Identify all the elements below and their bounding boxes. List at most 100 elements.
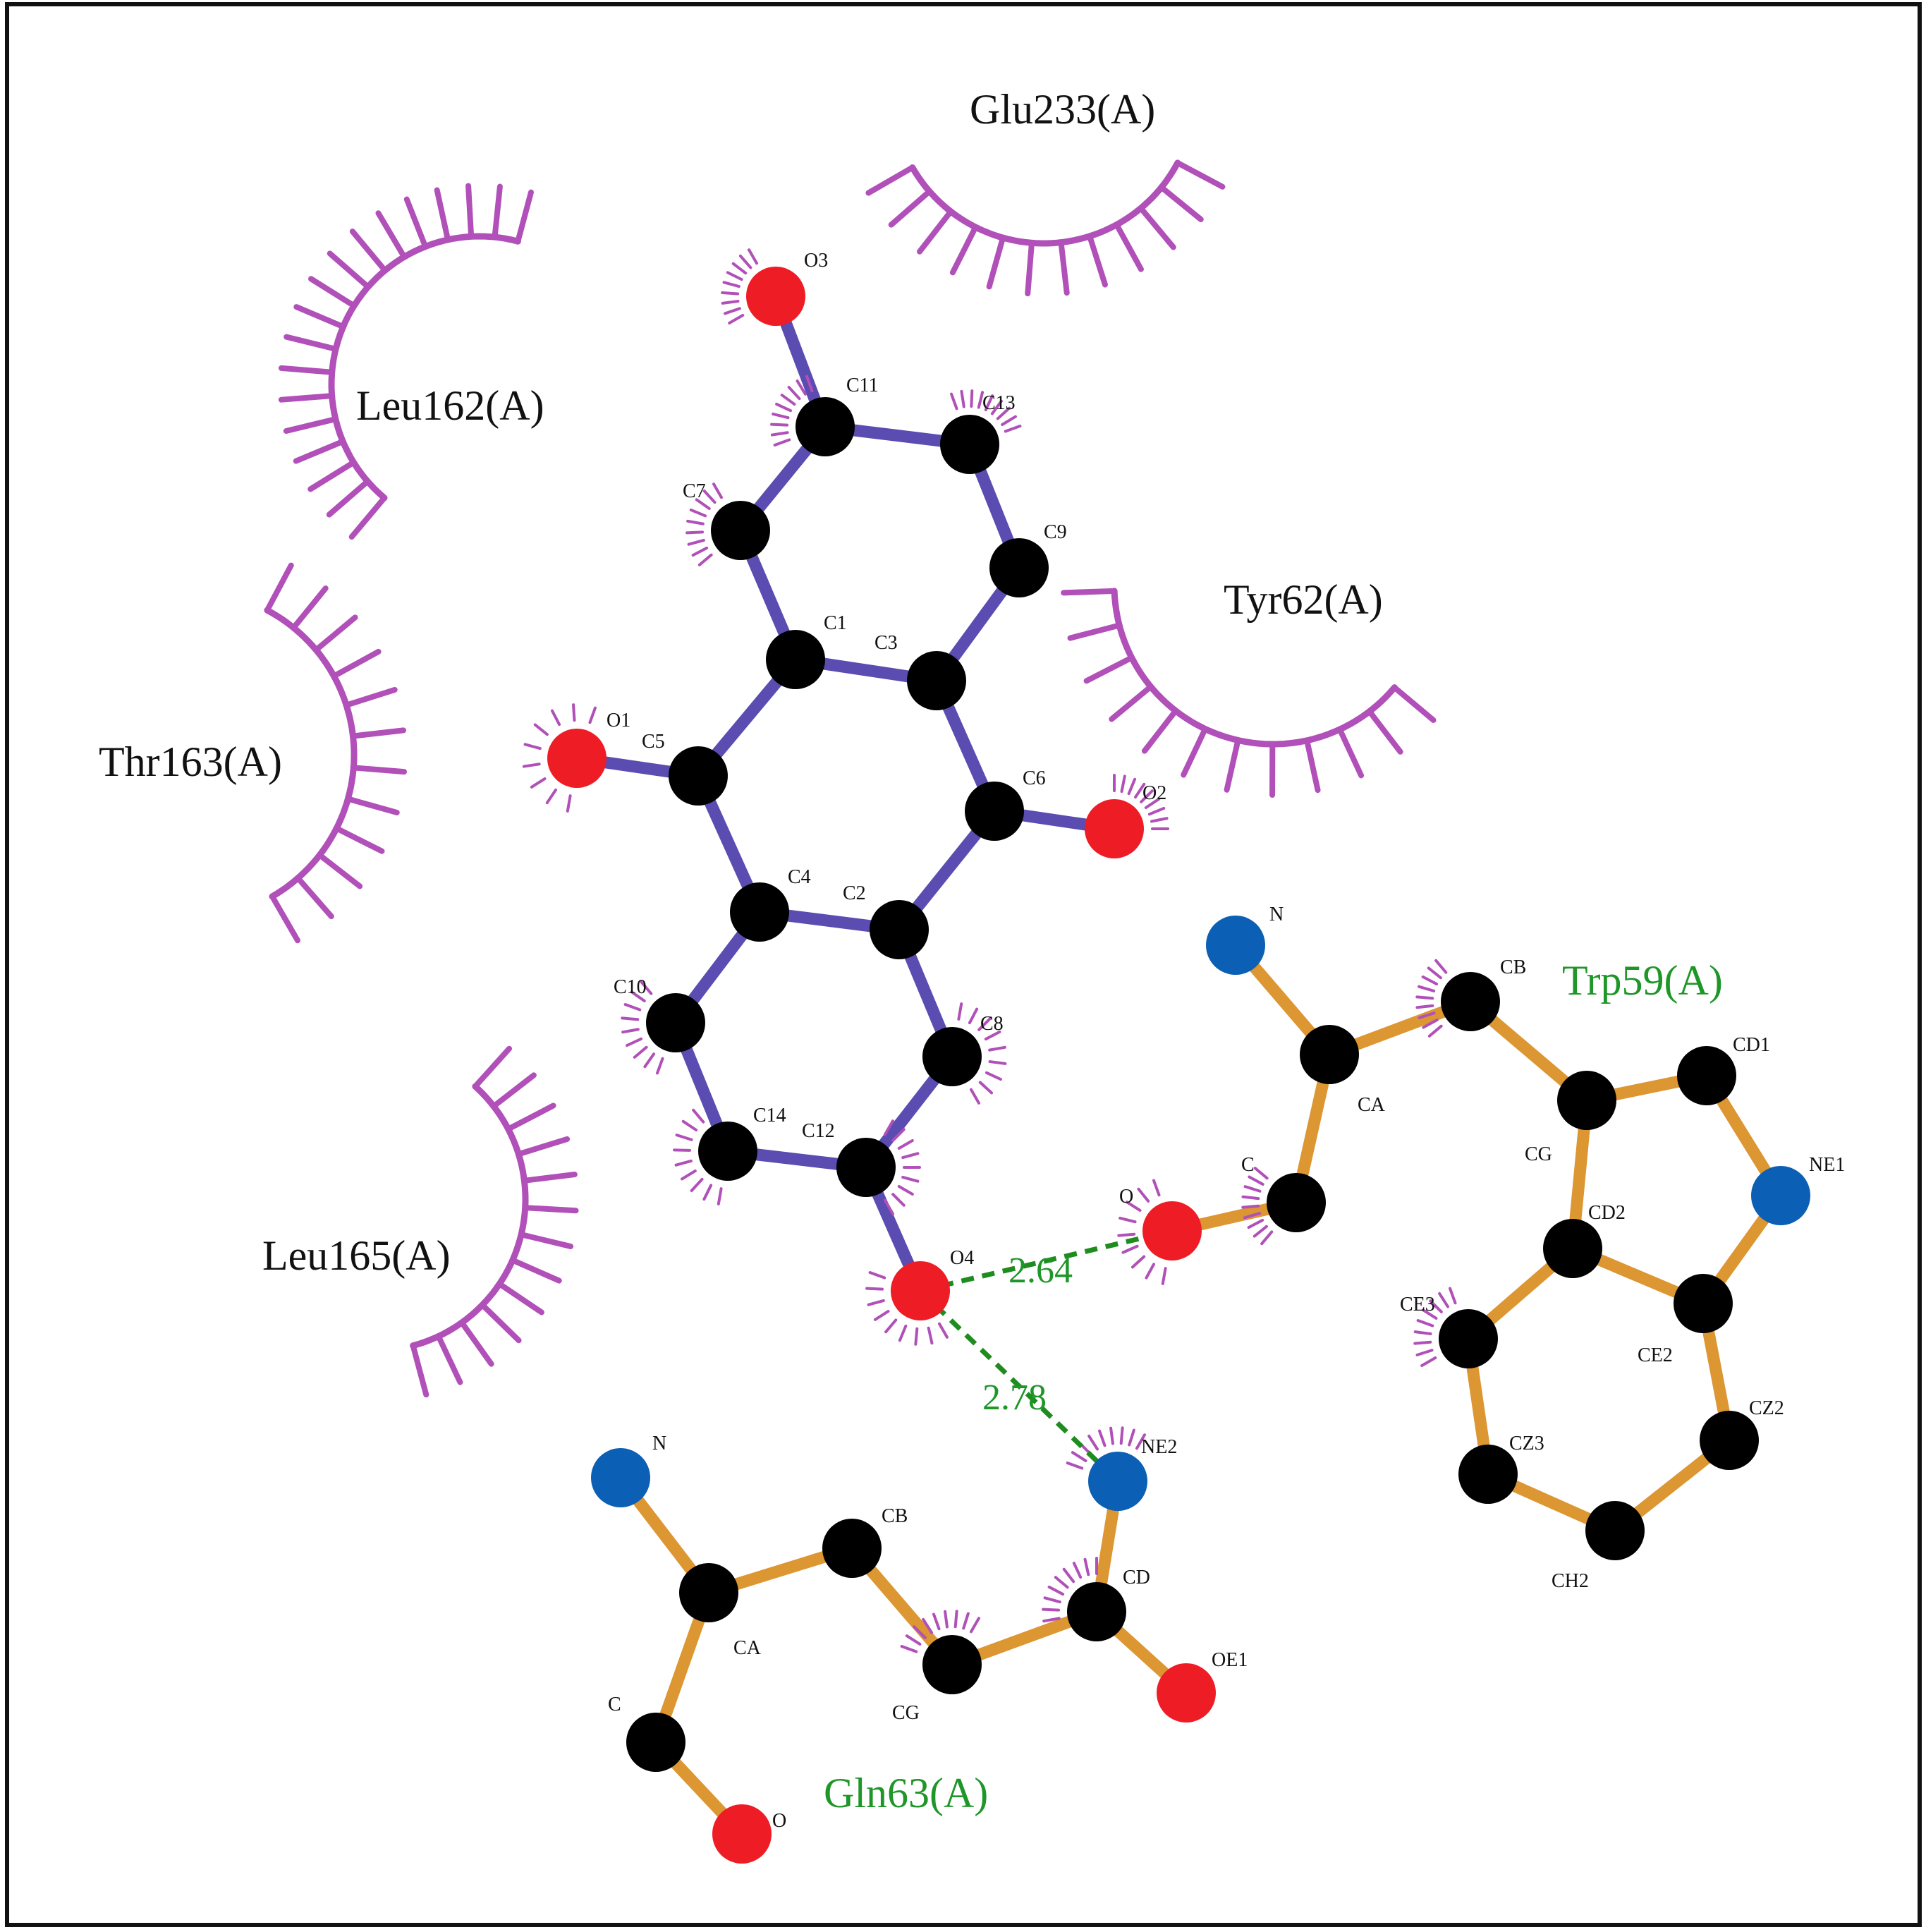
contact-spike-C11 xyxy=(787,385,801,401)
arc-spike-glu233 xyxy=(1158,184,1204,222)
contact-spike-C8 xyxy=(957,1002,963,1021)
contact-spike-CB xyxy=(1418,985,1436,992)
atom-label-gln63-C: C xyxy=(608,1694,621,1715)
atom-label-gln63-O: O xyxy=(772,1810,786,1832)
atom-label-C9: C9 xyxy=(1044,521,1067,543)
atom-label-C2: C2 xyxy=(843,882,866,904)
ligand-atom-C10 xyxy=(646,993,705,1052)
contact-spike-O1 xyxy=(572,703,576,722)
atom-label-gln63-CB: CB xyxy=(882,1505,908,1527)
contact-spike-O3 xyxy=(731,262,748,275)
arc-spike-leu165 xyxy=(435,1333,463,1385)
ligand-atom-C13 xyxy=(940,415,999,474)
arc-spike-leu162 xyxy=(434,187,451,243)
atom-label-trp59-C: C xyxy=(1241,1154,1255,1176)
atom-label-O4: O4 xyxy=(950,1247,974,1269)
contact-spike-C7 xyxy=(712,482,723,499)
contact-spike-O xyxy=(1117,1232,1136,1237)
contact-spike-CD xyxy=(1042,1617,1061,1623)
contact-spike-CG xyxy=(900,1645,918,1653)
contact-spike-C14 xyxy=(675,1134,693,1141)
trp59-atom-CE2 xyxy=(1674,1274,1733,1333)
contact-spike-O3 xyxy=(721,300,740,305)
contact-spike-O xyxy=(1152,1179,1161,1197)
contact-spike-C11 xyxy=(805,375,814,393)
ligand-atom-O2 xyxy=(1085,799,1144,858)
arc-spike-leu165 xyxy=(516,1136,571,1158)
contact-spike-C8 xyxy=(985,1071,1002,1081)
arc-spike-leu162 xyxy=(492,183,503,241)
arc-spike-glu233 xyxy=(1138,205,1176,250)
contact-spike-O1 xyxy=(530,777,547,789)
atom-label-C10: C10 xyxy=(614,976,647,998)
contact-spike-CD xyxy=(1054,1576,1069,1589)
hydrophobic-arc-thr163 xyxy=(264,562,408,944)
arc-spike-glu233 xyxy=(1025,240,1035,297)
contact-spike-C10 xyxy=(623,1003,642,1011)
arc-spike-tyr62 xyxy=(1391,684,1437,723)
contact-spike-NE2 xyxy=(1071,1451,1087,1462)
contact-spike-C xyxy=(1243,1212,1262,1220)
atom-label-gln63-CG: CG xyxy=(892,1702,920,1724)
ligand-atom-O1 xyxy=(547,729,607,788)
hbonds-layer xyxy=(918,1228,1173,1483)
trp59-atom-N xyxy=(1206,916,1265,975)
contact-spike-CG xyxy=(905,1634,922,1646)
arc-spike-leu162 xyxy=(403,196,429,250)
contact-spike-C xyxy=(1241,1204,1260,1209)
arc-spike-leu165 xyxy=(518,1232,574,1249)
contact-spike-C13 xyxy=(950,392,958,411)
atoms-layer xyxy=(547,267,1810,1864)
arc-spike-tyr62 xyxy=(1083,655,1135,684)
contact-spike-O2 xyxy=(1120,774,1126,794)
arc-spike-leu162 xyxy=(348,494,388,540)
contact-spike-NE2 xyxy=(1098,1429,1107,1447)
atom-label-gln63-OE1: OE1 xyxy=(1212,1649,1248,1671)
contact-spike-CB xyxy=(1434,959,1448,974)
hydrophobic-arc-glu233 xyxy=(865,159,1226,297)
atom-label-trp59-CD1: CD1 xyxy=(1733,1034,1770,1056)
arc-curve-tyr62 xyxy=(1111,588,1398,748)
arc-spike-glu233 xyxy=(1087,233,1108,288)
contact-spike-CG xyxy=(970,1617,980,1634)
contact-spike-O2 xyxy=(1134,782,1146,799)
contact-spike-O4 xyxy=(927,1326,934,1345)
arc-spike-leu162 xyxy=(375,210,408,260)
gln63-atom-CB xyxy=(822,1519,882,1578)
contact-spike-C7 xyxy=(687,538,705,546)
contact-spike-C13 xyxy=(1004,425,1022,433)
contact-spike-CB xyxy=(1427,1024,1443,1038)
contact-spike-CD xyxy=(1062,1567,1075,1584)
contact-spike-CB xyxy=(1415,995,1434,1000)
contact-spike-C xyxy=(1248,1175,1264,1186)
atom-label-C7: C7 xyxy=(683,480,706,502)
contact-spike-O2 xyxy=(1127,777,1137,796)
arc-curve-glu233 xyxy=(909,159,1181,247)
arc-spike-leu162 xyxy=(326,478,371,518)
atom-label-O2: O2 xyxy=(1142,782,1166,804)
gln63-atom-CA xyxy=(679,1563,738,1622)
residue-label-gln63: Gln63(A) xyxy=(824,1770,988,1816)
arc-spike-tyr62 xyxy=(1109,684,1154,722)
contact-spike-O3 xyxy=(722,281,740,288)
trp59-atom-CA xyxy=(1300,1025,1359,1084)
gln63-atom-CD xyxy=(1067,1582,1126,1641)
arc-curve-thr163 xyxy=(264,607,358,900)
contact-spike-CE3 xyxy=(1416,1319,1434,1328)
atom-label-trp59-CB: CB xyxy=(1500,956,1526,978)
contact-spike-NE2 xyxy=(1109,1426,1114,1445)
arc-spike-thr163 xyxy=(343,686,398,708)
contact-spike-C12 xyxy=(901,1175,920,1183)
arc-spike-glu233 xyxy=(865,164,915,196)
contact-spike-C10 xyxy=(630,990,646,1003)
contact-spike-CG xyxy=(953,1610,958,1629)
arc-spike-thr163 xyxy=(295,875,334,920)
contact-spike-O3 xyxy=(748,248,758,265)
contact-spike-O4 xyxy=(867,1299,885,1306)
contact-spike-C13 xyxy=(990,399,1003,415)
contact-spike-CB xyxy=(1422,1018,1439,1029)
atom-label-trp59-CZ3: CZ3 xyxy=(1509,1433,1544,1454)
ligand-atom-C11 xyxy=(796,397,855,456)
contact-spike-O xyxy=(1125,1201,1142,1212)
arc-spike-thr163 xyxy=(269,893,300,944)
